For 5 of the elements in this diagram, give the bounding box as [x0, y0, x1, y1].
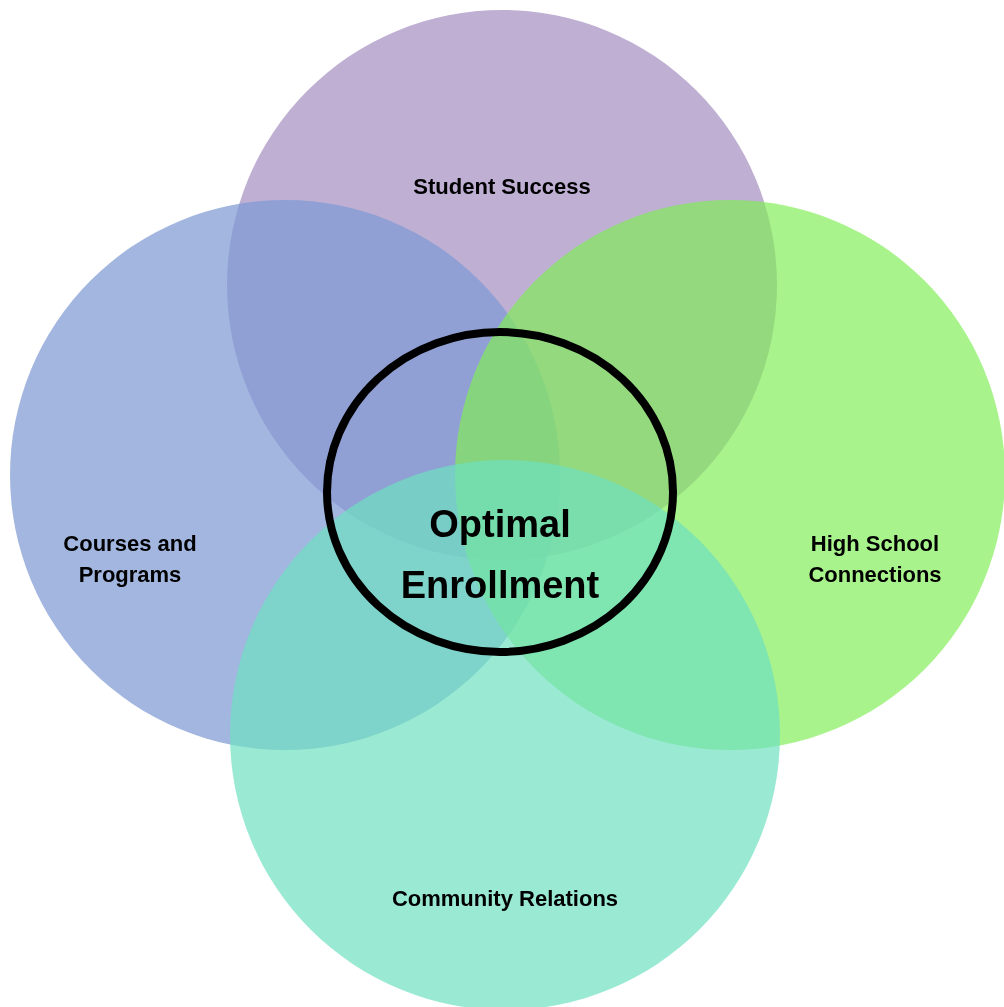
circle-label: Courses and Programs [62, 530, 198, 589]
circle-label: High School Connections [807, 530, 943, 589]
circle-label: Community Relations [390, 885, 620, 913]
circle-label: Student Success [412, 173, 592, 201]
circle-label: Optimal Enrollment [399, 502, 601, 608]
